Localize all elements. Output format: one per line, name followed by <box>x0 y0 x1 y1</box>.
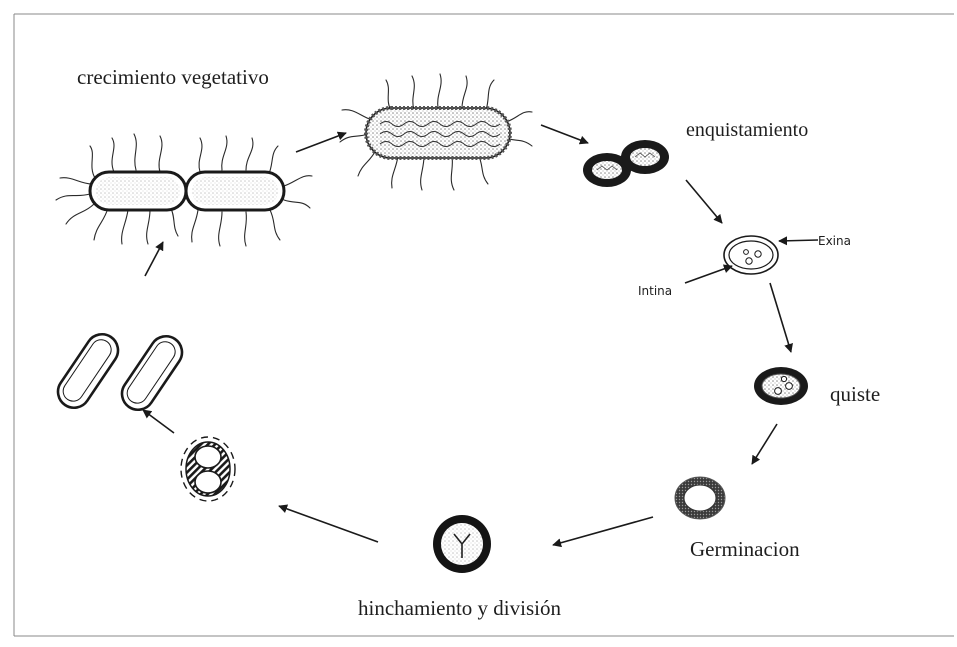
label-encystment: enquistamiento <box>686 119 808 141</box>
label-cyst: quiste <box>830 382 880 406</box>
label-swelling-division: hinchamiento y división <box>358 596 561 620</box>
label-germination: Germinacion <box>690 537 800 561</box>
arrow-cyst-to-germination <box>752 424 777 464</box>
swelling-cell <box>433 515 491 573</box>
arrow-rods-to-growth <box>145 242 163 276</box>
young-cyst <box>724 236 778 274</box>
label-exine: Exina <box>818 234 851 248</box>
arrow-germination-to-swelling <box>553 517 653 545</box>
label-intine: Intina <box>638 284 672 298</box>
arrow-flagellated-to-encystment <box>541 125 588 143</box>
arrow-growth-to-flagellated <box>296 133 346 152</box>
released-rod-cells <box>52 328 188 416</box>
germinating-cyst <box>675 477 725 519</box>
mature-cyst <box>754 367 808 405</box>
flagellated-cell <box>340 74 532 190</box>
dividing-cell-pair <box>56 134 312 246</box>
dividing-cyst-cell <box>181 437 235 501</box>
arrow-dividing-to-rods <box>143 410 174 433</box>
arrow-encystment-to-young-cyst <box>686 180 722 223</box>
pointer-exine <box>779 240 818 241</box>
arrow-swelling-to-dividing <box>279 506 378 542</box>
pointer-intine <box>685 266 732 283</box>
label-vegetative-growth: crecimiento vegetativo <box>77 65 269 89</box>
arrow-young-cyst-to-cyst <box>770 283 791 352</box>
encysting-cells <box>583 140 669 187</box>
